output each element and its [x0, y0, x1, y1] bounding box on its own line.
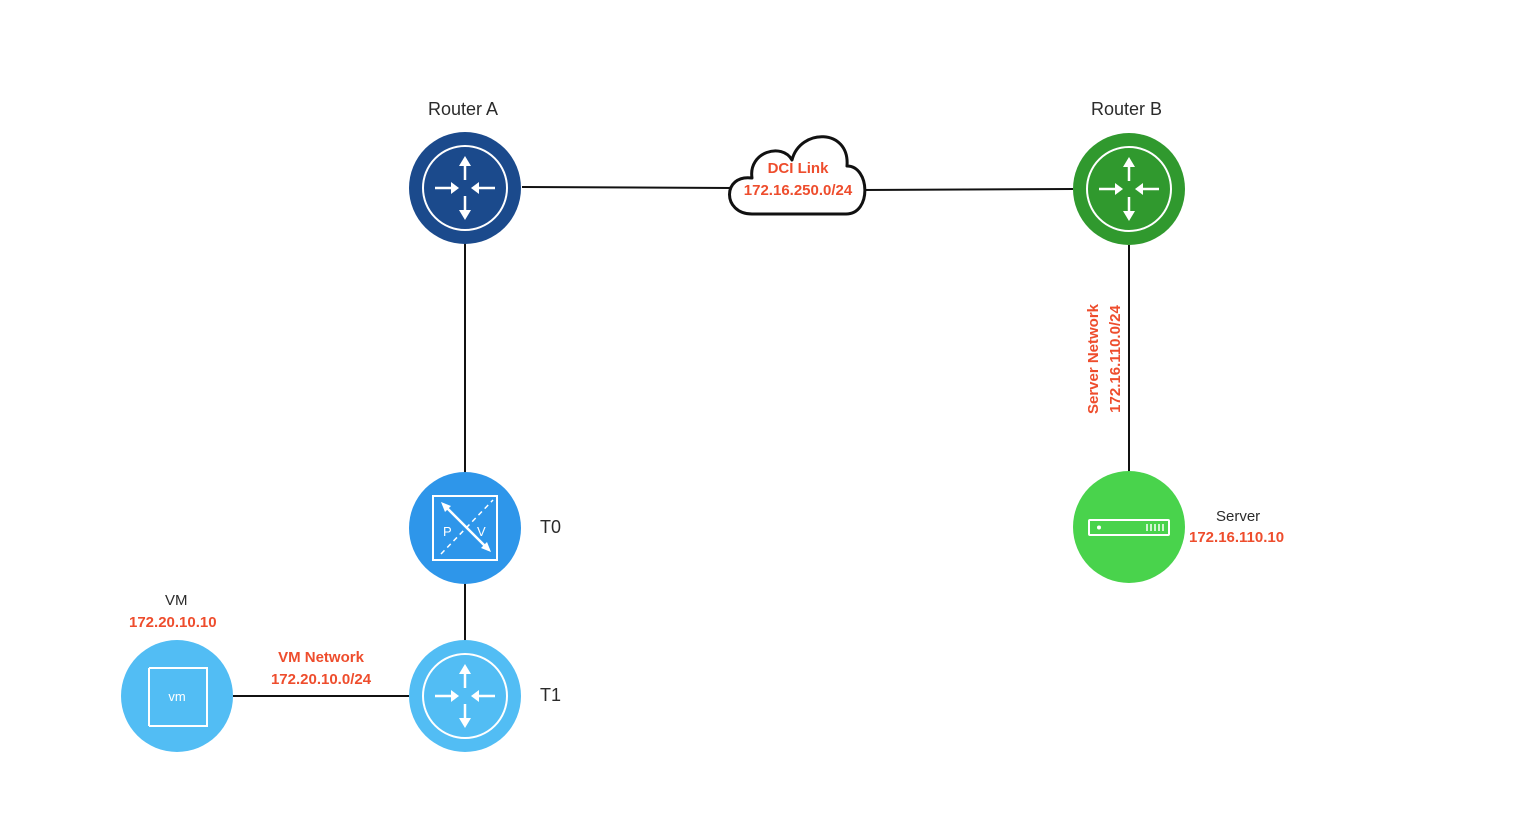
vm-node[interactable]: vm — [121, 640, 233, 752]
vm-label: VM — [165, 592, 188, 609]
t1-router-icon — [422, 653, 508, 739]
t1-node[interactable] — [409, 640, 521, 752]
t0-letter-p: P — [443, 524, 452, 539]
server-circle — [1073, 471, 1185, 583]
server-label: Server — [1216, 508, 1261, 525]
t0-label: T0 — [540, 517, 562, 537]
router-b-icon — [1086, 146, 1172, 232]
t1-label: T1 — [540, 685, 562, 705]
router-a-icon — [422, 145, 508, 231]
router-a-circle — [409, 132, 521, 244]
link-cloud-to-router-b — [861, 188, 1074, 191]
server-ip: 172.16.110.10 — [1189, 529, 1285, 546]
router-b-circle — [1073, 133, 1185, 245]
dci-link-label: DCI Link 172.16.250.0/24 — [736, 158, 860, 202]
router-b-label: Router B — [1091, 99, 1163, 119]
router-a-node[interactable] — [409, 132, 521, 244]
server-icon — [1088, 519, 1170, 536]
dci-link-name: DCI Link — [767, 160, 829, 177]
t1-circle — [409, 640, 521, 752]
link-router-a-to-cloud — [521, 186, 733, 189]
server-network-name: Server Network — [1085, 303, 1102, 415]
connections — [233, 186, 1130, 697]
dci-link-subnet: 172.16.250.0/24 — [743, 182, 853, 199]
t0-node[interactable]: P V — [409, 472, 521, 584]
t0-circle — [409, 472, 521, 584]
router-a-label: Router A — [428, 99, 499, 119]
vm-network-name: VM Network — [278, 649, 364, 666]
vm-icon-text: vm — [168, 689, 185, 704]
vm-network-subnet: 172.20.10.0/24 — [270, 671, 372, 688]
dci-cloud-icon — [728, 135, 867, 216]
vm-ip: 172.20.10.10 — [129, 614, 217, 631]
server-node[interactable] — [1073, 471, 1185, 583]
t0-letter-v: V — [477, 524, 486, 539]
router-b-node[interactable] — [1073, 133, 1185, 245]
vm-network-label: VM Network 172.20.10.0/24 — [257, 647, 385, 691]
server-network-label: Server Network 172.16.110.0/24 — [1083, 289, 1129, 429]
vm-icon: vm — [148, 667, 208, 727]
t0-icon: P V — [432, 495, 498, 561]
server-network-subnet: 172.16.110.0/24 — [1107, 305, 1124, 413]
